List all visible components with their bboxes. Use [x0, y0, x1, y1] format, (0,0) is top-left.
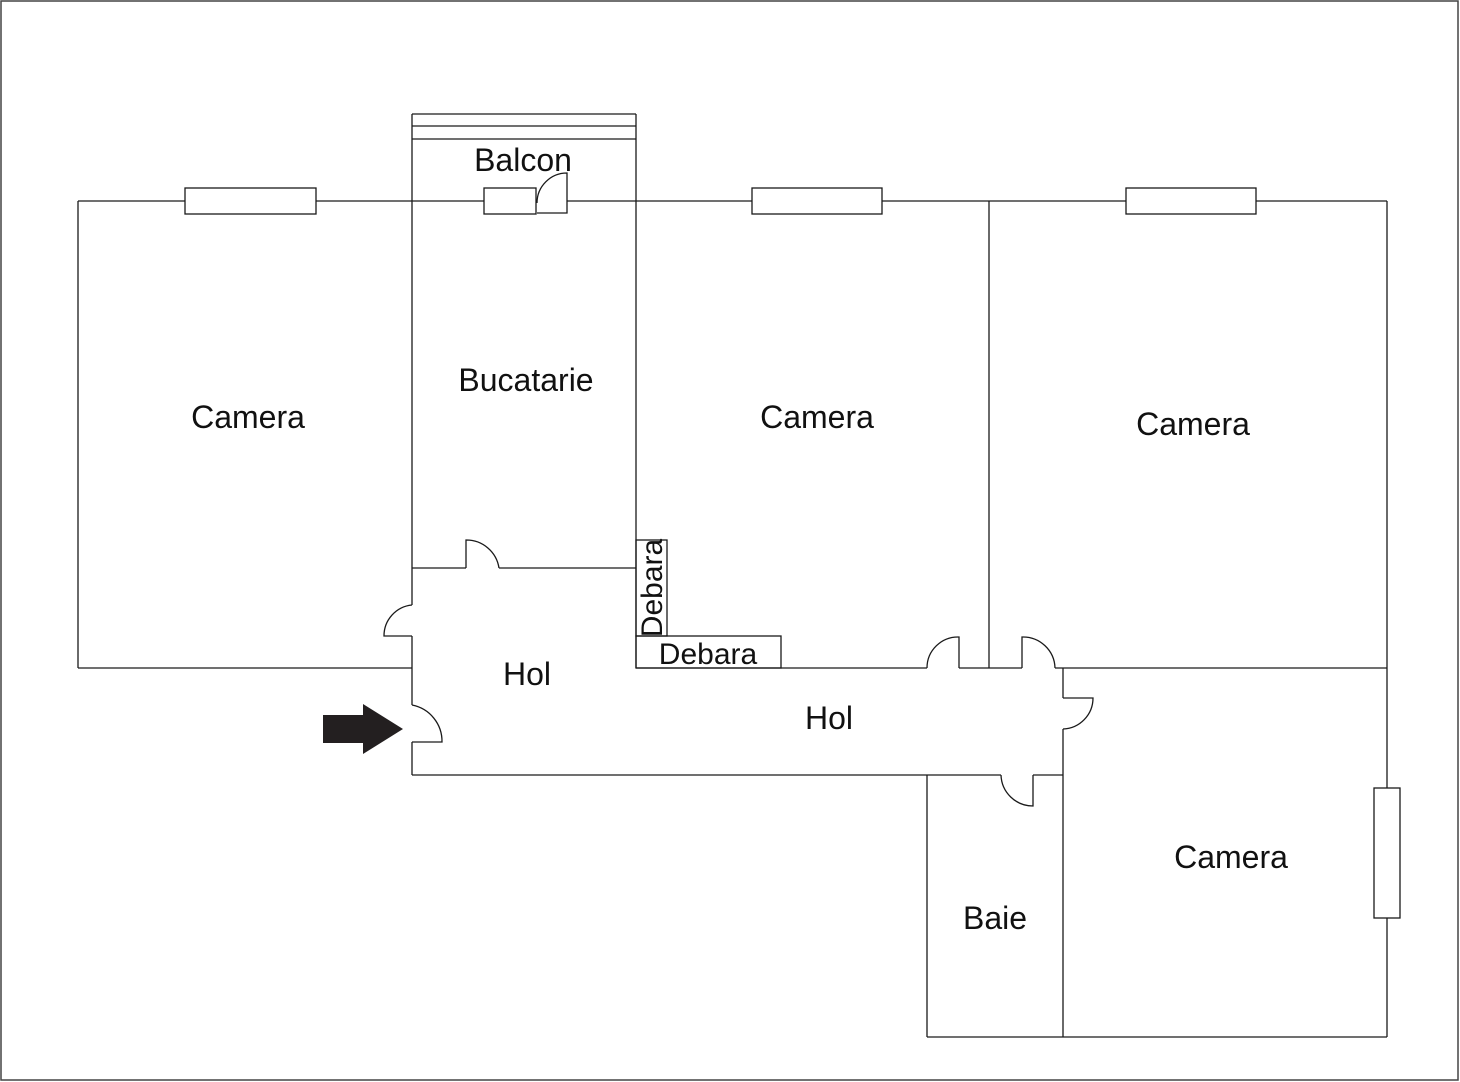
- window-bucatarie: [483, 187, 537, 215]
- room-label-camera-bottom-right: Camera: [1174, 839, 1288, 875]
- windows: [184, 187, 1401, 919]
- room-label-baie: Baie: [963, 900, 1027, 936]
- door-camera-left: [383, 604, 413, 637]
- room-label-camera-center: Camera: [760, 399, 874, 435]
- door-baie: [1000, 774, 1034, 807]
- room-label-balcon: Balcon: [474, 142, 572, 178]
- room-label-bucatarie: Bucatarie: [458, 362, 593, 398]
- walls: [77, 113, 1388, 1038]
- window-camera-left: [184, 187, 317, 215]
- door-camera-bottom-right: [1062, 697, 1094, 730]
- door-camera-center: [926, 636, 960, 669]
- window-camera-center: [751, 187, 883, 215]
- entrance-arrow-icon: [323, 704, 403, 754]
- doors: [383, 172, 1094, 807]
- door-balcon: [536, 172, 568, 214]
- window-camera-bottom-right: [1373, 787, 1401, 919]
- room-label-camera-left: Camera: [191, 399, 305, 435]
- room-label-camera-right: Camera: [1136, 406, 1250, 442]
- room-label-hol-corridor: Hol: [805, 700, 853, 736]
- door-bucatarie: [465, 539, 500, 569]
- room-label-hol-left: Hol: [503, 656, 551, 692]
- room-label-debara-horizontal: Debara: [659, 638, 758, 671]
- door-camera-right: [1021, 636, 1056, 669]
- door-entrance: [411, 704, 443, 743]
- window-camera-right: [1125, 187, 1257, 215]
- room-label-debara-vertical: Debara: [636, 538, 669, 637]
